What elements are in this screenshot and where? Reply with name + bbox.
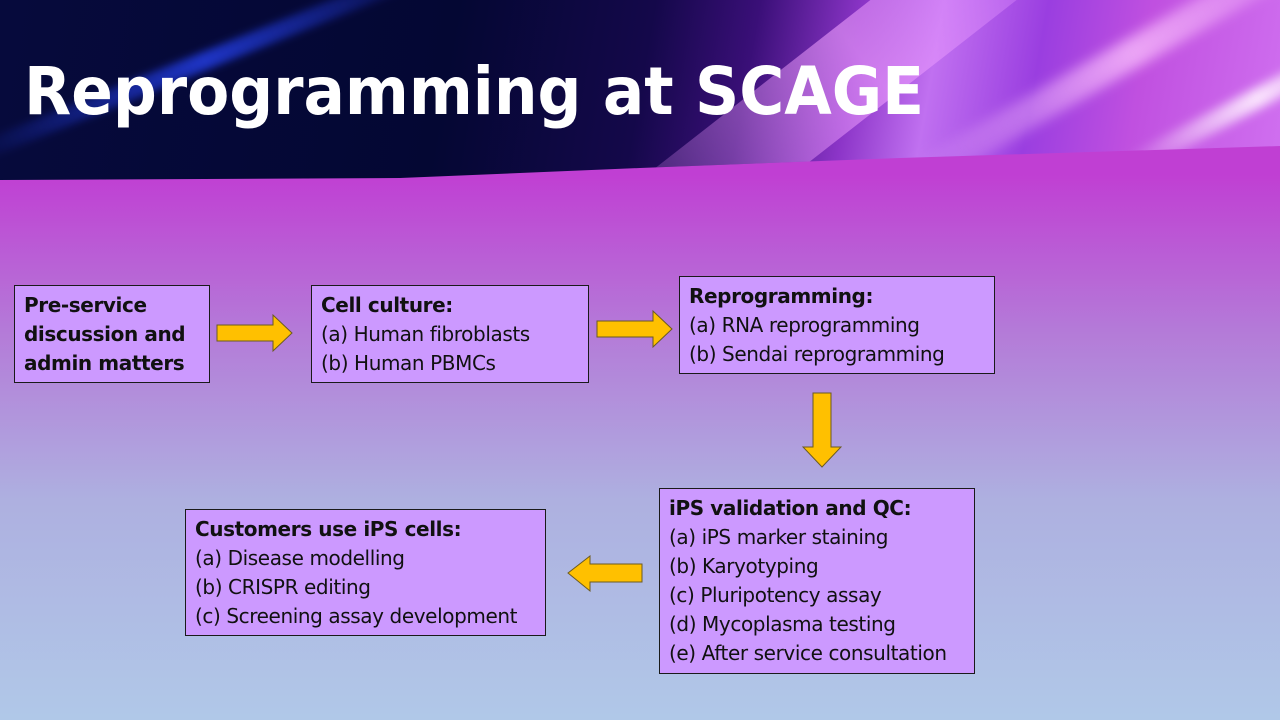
right-arrow-icon <box>216 313 293 353</box>
left-arrow-icon <box>567 555 643 593</box>
validation-item: (d) Mycoplasma testing <box>669 612 896 636</box>
right-arrow-icon <box>596 309 673 349</box>
validation-item: (b) Karyotyping <box>669 554 819 578</box>
validation-box: iPS validation and QC: (a) iPS marker st… <box>659 488 975 674</box>
title-banner <box>0 0 1280 180</box>
preservice-box: Pre-service discussion and admin matters <box>14 285 210 383</box>
customers-item: (a) Disease modelling <box>195 546 405 570</box>
validation-item: (e) After service consultation <box>669 641 947 665</box>
preservice-line: discussion and <box>24 322 186 346</box>
customers-item: (c) Screening assay development <box>195 604 518 628</box>
preservice-line: Pre-service <box>24 293 147 317</box>
reprogramming-item: (a) RNA reprogramming <box>689 313 920 337</box>
down-arrow-icon <box>802 392 842 468</box>
cell-culture-box: Cell culture: (a) Human fibroblasts (b) … <box>311 285 589 383</box>
slide-title: Reprogramming at SCAGE <box>24 53 925 130</box>
validation-heading: iPS validation and QC: <box>669 496 912 520</box>
customers-heading: Customers use iPS cells: <box>195 517 462 541</box>
cell-culture-item: (a) Human fibroblasts <box>321 322 530 346</box>
reprogramming-item: (b) Sendai reprogramming <box>689 342 945 366</box>
reprogramming-heading: Reprogramming: <box>689 284 874 308</box>
reprogramming-box: Reprogramming: (a) RNA reprogramming (b)… <box>679 276 995 374</box>
validation-item: (a) iPS marker staining <box>669 525 889 549</box>
customers-item: (b) CRISPR editing <box>195 575 371 599</box>
validation-item: (c) Pluripotency assay <box>669 583 882 607</box>
preservice-line: admin matters <box>24 351 185 375</box>
cell-culture-heading: Cell culture: <box>321 293 453 317</box>
cell-culture-item: (b) Human PBMCs <box>321 351 496 375</box>
customers-box: Customers use iPS cells: (a) Disease mod… <box>185 509 546 636</box>
